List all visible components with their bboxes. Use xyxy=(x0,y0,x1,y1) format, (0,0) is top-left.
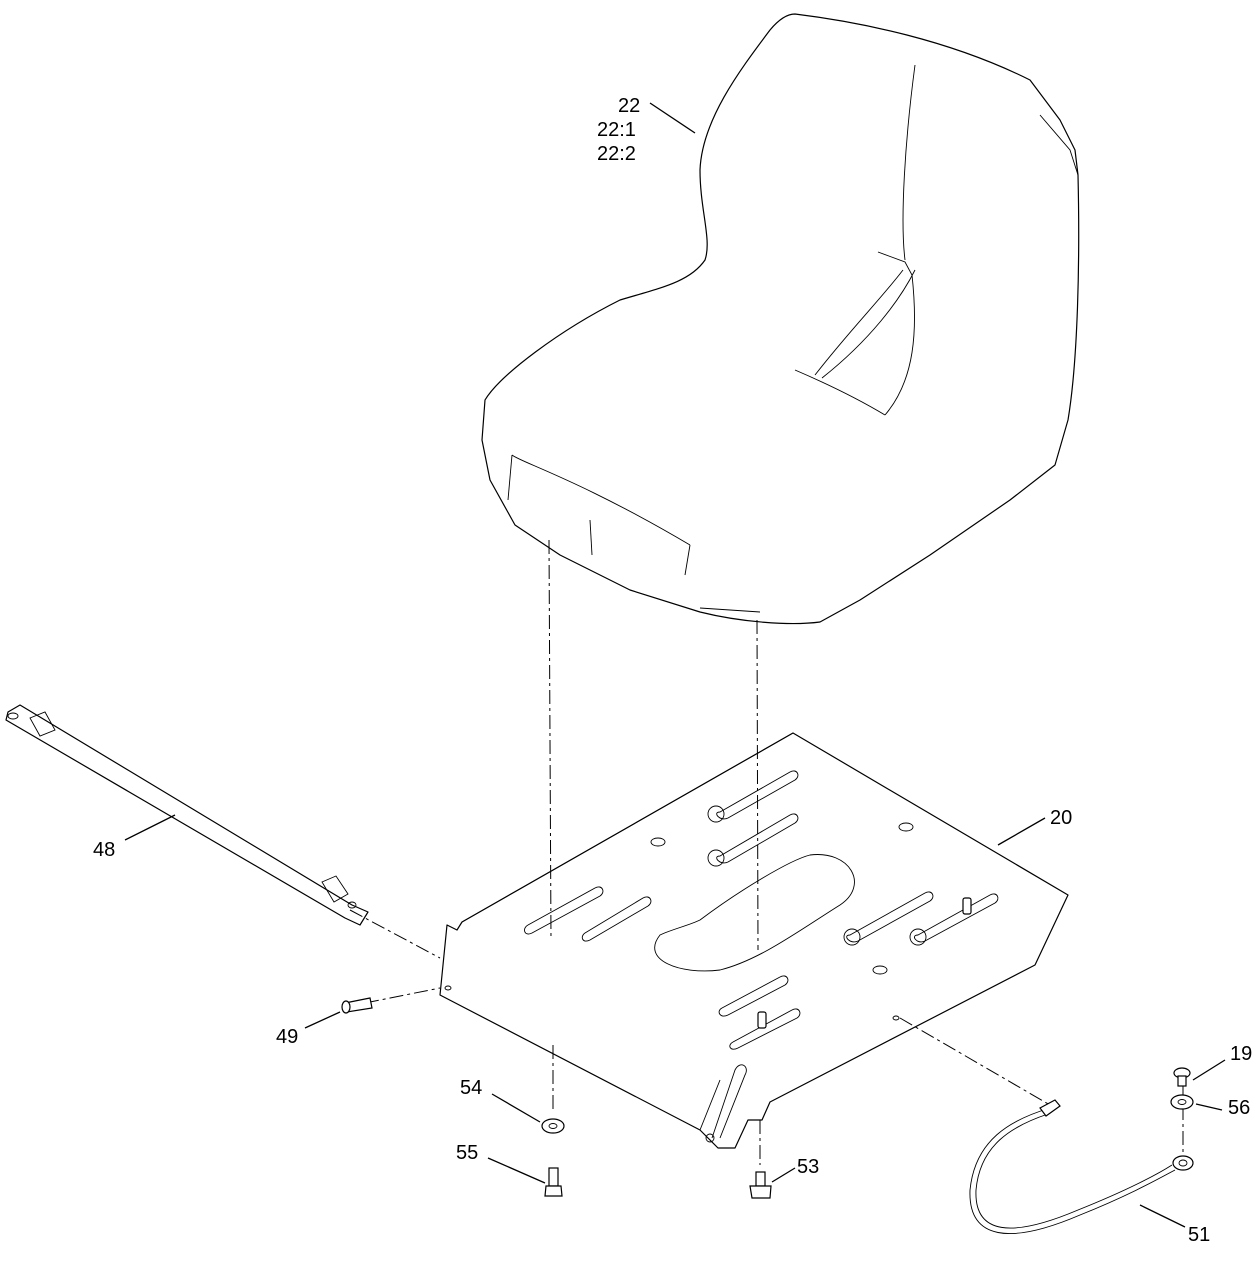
label-48: 48 xyxy=(93,839,115,861)
label-53: 53 xyxy=(797,1156,819,1178)
label-56: 56 xyxy=(1228,1097,1250,1119)
leader-48 xyxy=(124,814,176,841)
leader-53 xyxy=(771,1167,796,1183)
label-55: 55 xyxy=(456,1142,478,1164)
bolt-53 xyxy=(749,1171,772,1199)
washer-56 xyxy=(1170,1094,1194,1110)
adjustment-rod xyxy=(5,704,369,926)
leader-51 xyxy=(1139,1204,1186,1228)
leader-55 xyxy=(487,1157,546,1184)
washer-54 xyxy=(541,1118,565,1134)
leader-20 xyxy=(997,817,1046,846)
leader-49 xyxy=(304,1011,341,1029)
alignment-lines xyxy=(349,539,1184,1165)
label-22: 22 xyxy=(618,95,640,117)
label-22-2: 22:2 xyxy=(597,143,636,165)
label-51: 51 xyxy=(1188,1224,1210,1246)
seat xyxy=(481,13,1080,625)
label-54: 54 xyxy=(460,1077,482,1099)
ground-cable-51 xyxy=(969,1099,1194,1234)
leader-19 xyxy=(1192,1059,1226,1081)
seat-plate xyxy=(439,732,1069,1149)
screw-49 xyxy=(341,997,373,1014)
leader-54 xyxy=(491,1093,541,1123)
bolt-55 xyxy=(544,1167,563,1197)
label-49: 49 xyxy=(276,1026,298,1048)
label-20: 20 xyxy=(1050,807,1072,829)
leader-22 xyxy=(649,102,696,134)
leader-56 xyxy=(1195,1103,1223,1111)
label-22-1: 22:1 xyxy=(597,119,636,141)
label-19: 19 xyxy=(1230,1043,1252,1065)
cap-screw-19 xyxy=(1173,1067,1191,1087)
